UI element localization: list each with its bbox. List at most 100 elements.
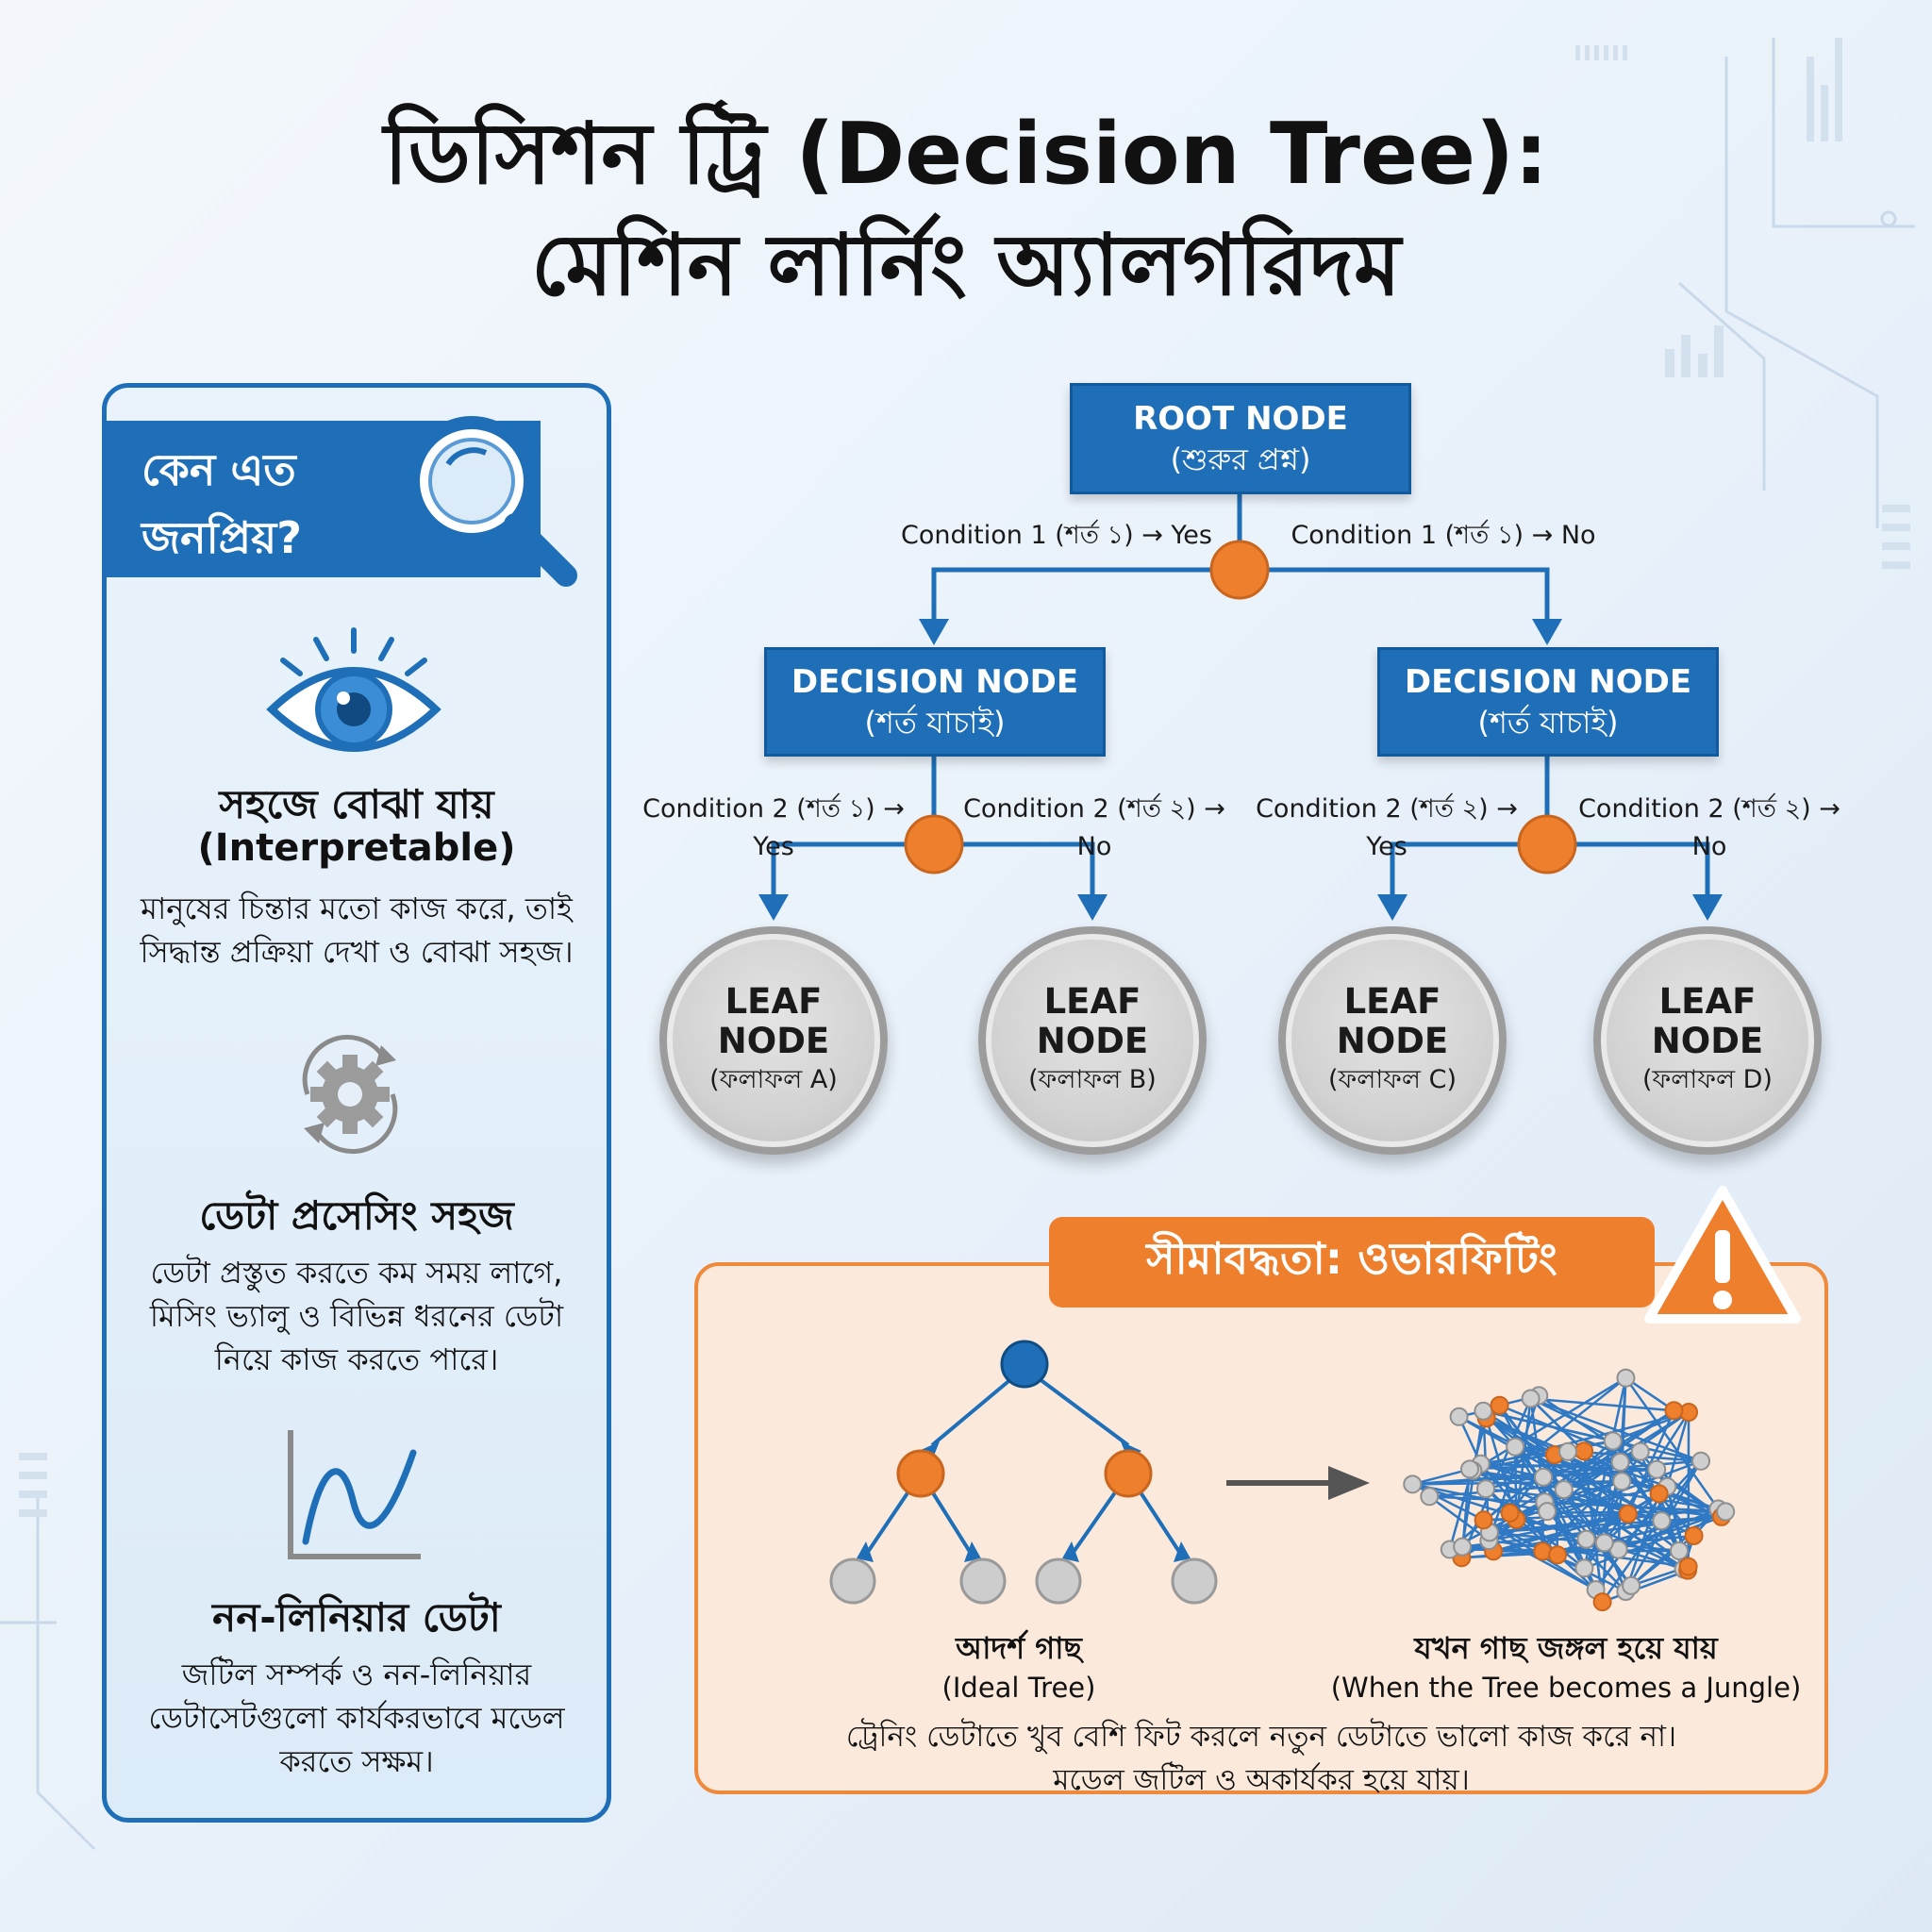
jungle-node [1610, 1452, 1630, 1472]
arrowhead [1377, 894, 1407, 921]
jungle-edge [1469, 1468, 1689, 1572]
jungle-edge [1566, 1451, 1627, 1592]
right-condition-yes-line1: Condition 2 (শর্ত ২) → [1256, 794, 1518, 824]
non-linear-body-line3: করতে সক্ষম। [279, 1743, 434, 1779]
jungle-edge [1530, 1397, 1674, 1412]
jungle-node [1574, 1441, 1594, 1461]
why-popular-heading-line1: কেন এত [142, 444, 296, 495]
jungle-node [1669, 1541, 1689, 1560]
jungle-edge [1429, 1495, 1726, 1513]
jungle-node [1594, 1533, 1614, 1553]
right-decision-yes-branch [1390, 841, 1547, 906]
jungle-node [1420, 1487, 1440, 1507]
leaf-result: (ফলাফল C) [1327, 1065, 1457, 1094]
data-processing-body-line3: নিয়ে কাজ করতে পারে। [214, 1341, 499, 1377]
leaf-node-c: LEAF NODE (ফলাফল C) [1278, 926, 1507, 1155]
jungle-edge [1499, 1404, 1657, 1471]
jungle-title: যখন গাছ জঙ্গল হয়ে যায় [1414, 1630, 1718, 1666]
jungle-node [1612, 1472, 1632, 1491]
root-node-subtitle: (শুরুর প্রশ্ন) [1170, 441, 1311, 477]
left-split-dot [904, 814, 964, 874]
interpretable-body: মানুষের চিন্তার মতো কাজ করে, তাই সিদ্ধান… [102, 887, 611, 974]
decision-node-left: DECISION NODE (শর্ত যাচাই) [764, 647, 1106, 757]
arrowhead [1692, 894, 1723, 921]
jungle-node [1678, 1557, 1698, 1576]
jungle-node [1652, 1511, 1672, 1531]
non-linear-body: জটিল সম্পর্ক ও নন-লিনিয়ার ডেটাসেটগুলো ক… [102, 1653, 611, 1783]
jungle-node [1574, 1558, 1594, 1578]
leaf-result: (ফলাফল D) [1642, 1065, 1773, 1094]
jungle-edge [1428, 1495, 1491, 1542]
jungle-node [1453, 1537, 1473, 1557]
jungle-node [1716, 1502, 1736, 1522]
eye-icon [266, 627, 441, 752]
jungle-node [1538, 1502, 1557, 1522]
left-condition-yes: Condition 2 (শর্ত ১) → Yes [641, 791, 906, 866]
jungle-edge [1617, 1459, 1702, 1551]
jungle-node [1618, 1504, 1638, 1524]
jungle-edge [1666, 1411, 1690, 1488]
jungle-node [1684, 1525, 1704, 1545]
jungle-edge [1480, 1462, 1657, 1471]
interpretable-title: সহজে বোঝা যায় [219, 781, 494, 827]
jungle-node [1474, 1510, 1493, 1530]
magnifier-icon [407, 416, 577, 587]
non-linear-body-line2: ডেটাসেটগুলো কার্যকরভাবে মডেল [148, 1700, 565, 1736]
jungle-node [1576, 1529, 1596, 1549]
jungle-edge [1624, 1376, 1720, 1510]
root-condition-no: Condition 1 (শর্ত ১) → No [1291, 521, 1596, 550]
page-title-line1: ডিসিশন ট্রি (Decision Tree): [383, 105, 1549, 204]
leaf-label: NODE [1036, 1021, 1149, 1061]
jungle-node [1475, 1479, 1495, 1499]
data-processing-body: ডেটা প্রস্তুত করতে কম সময় লাগে, মিসিং ভ… [102, 1251, 611, 1381]
interpretable-body-line1: মানুষের চিন্তার মতো কাজ করে, তাই [141, 891, 573, 926]
data-processing-body-line1: ডেটা প্রস্তুত করতে কম সময় লাগে, [150, 1255, 563, 1291]
jungle-node [1647, 1459, 1667, 1479]
why-popular-heading: কেন এত জনপ্রিয়? [142, 436, 396, 572]
curve-graph-icon [288, 1430, 421, 1559]
arrowhead [919, 619, 949, 645]
jungle-node [1558, 1441, 1578, 1461]
jungle-subtitle: (When the Tree becomes a Jungle) [1330, 1672, 1802, 1704]
left-condition-yes-line2: Yes [753, 832, 794, 861]
gear-cycle-icon [302, 1034, 398, 1155]
overfitting-note: ট্রেনিং ডেটাতে খুব বেশি ফিট করলে নতুন ডে… [698, 1715, 1824, 1802]
jungle-node [1449, 1407, 1469, 1426]
interpretable-body-line2: সিদ্ধান্ত প্রক্রিয়া দেখা ও বোঝা সহজ। [140, 934, 574, 970]
jungle-node [1459, 1459, 1479, 1479]
jungle-node [1649, 1484, 1669, 1504]
jungle-edge [1594, 1486, 1669, 1591]
jungle-node [1500, 1503, 1520, 1523]
arrowhead [1077, 894, 1108, 921]
root-split-dot [1209, 540, 1270, 600]
jungle-node [1521, 1389, 1541, 1408]
jungle-node [1630, 1441, 1650, 1461]
data-processing-title: ডেটা প্রসেসিং সহজ [199, 1192, 514, 1239]
right-condition-no-line1: Condition 2 (শর্ত ২) → [1578, 794, 1840, 824]
jungle-edge [1472, 1376, 1627, 1472]
jungle-node [1534, 1467, 1554, 1487]
arrowhead [1532, 619, 1562, 645]
leaf-label: LEAF [1343, 981, 1441, 1022]
non-linear-body-line1: জটিল সম্পর্ক ও নন-লিনিয়ার [181, 1657, 532, 1692]
ideal-tree-title: আদর্শ গাছ [956, 1630, 1082, 1666]
decision-node-title: DECISION NODE [1404, 663, 1692, 701]
jungle-node [1490, 1395, 1509, 1415]
decision-node-subtitle: (শর্ত যাচাই) [864, 705, 1006, 741]
data-processing-body-line2: মিসিং ভ্যালু ও বিভিন্ন ধরনের ডেটা [149, 1298, 564, 1334]
arrow-right-icon [1226, 1466, 1370, 1500]
overfitting-note-line2: মডেল জটিল ও অকার্যকর হয়ে যায়। [1053, 1763, 1470, 1797]
warning-icon [1644, 1186, 1801, 1324]
jungle-edge [1602, 1569, 1689, 1604]
jungle-node [1474, 1401, 1493, 1421]
jungle-edge [1498, 1405, 1586, 1569]
left-condition-no-line2: No [1076, 832, 1112, 861]
leaf-node-b: LEAF NODE (ফলাফল B) [978, 926, 1207, 1155]
left-decision-yes-branch [771, 841, 934, 906]
left-condition-no: Condition 2 (শর্ত ২) → No [962, 791, 1226, 866]
left-condition-yes-line1: Condition 2 (শর্ত ১) → [642, 794, 905, 824]
leaf-label: LEAF [724, 981, 823, 1022]
jungle-edge [1508, 1409, 1675, 1514]
jungle-edge [1529, 1397, 1585, 1453]
